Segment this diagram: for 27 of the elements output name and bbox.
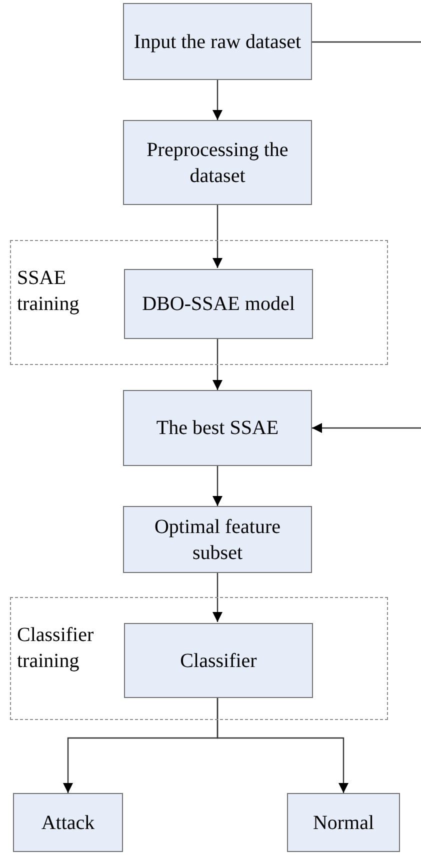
process-box: [123, 3, 312, 80]
box-label: Input the raw dataset: [134, 30, 302, 54]
box-label: Attack: [41, 810, 95, 836]
process-box: [13, 793, 123, 852]
process-box: [124, 623, 313, 698]
arrow: [212, 205, 222, 268]
box-label: DBO-SSAE model: [142, 292, 295, 317]
process-box: [123, 120, 312, 205]
arrow: [212, 80, 222, 120]
arrow: [216, 697, 348, 793]
box-label: Normal: [312, 810, 374, 836]
arrow: [312, 423, 421, 433]
group-label: Classifier training: [17, 623, 95, 674]
process-box: [287, 793, 400, 852]
dashed-group-frame: [10, 240, 388, 365]
process-box: [123, 506, 312, 573]
dashed-group-frame: [10, 597, 388, 720]
process-box: [123, 390, 312, 466]
arrow: [212, 466, 222, 506]
arrow: [212, 338, 222, 390]
box-label: Preprocessing the dataset: [146, 138, 290, 188]
group-label: SSAE training: [17, 266, 80, 317]
process-box: [124, 269, 313, 339]
box-label: Optimal feature subset: [153, 514, 282, 566]
box-label: The best SSAE: [156, 416, 279, 441]
arrow: [212, 573, 222, 622]
box-label: Classifier: [180, 648, 257, 674]
